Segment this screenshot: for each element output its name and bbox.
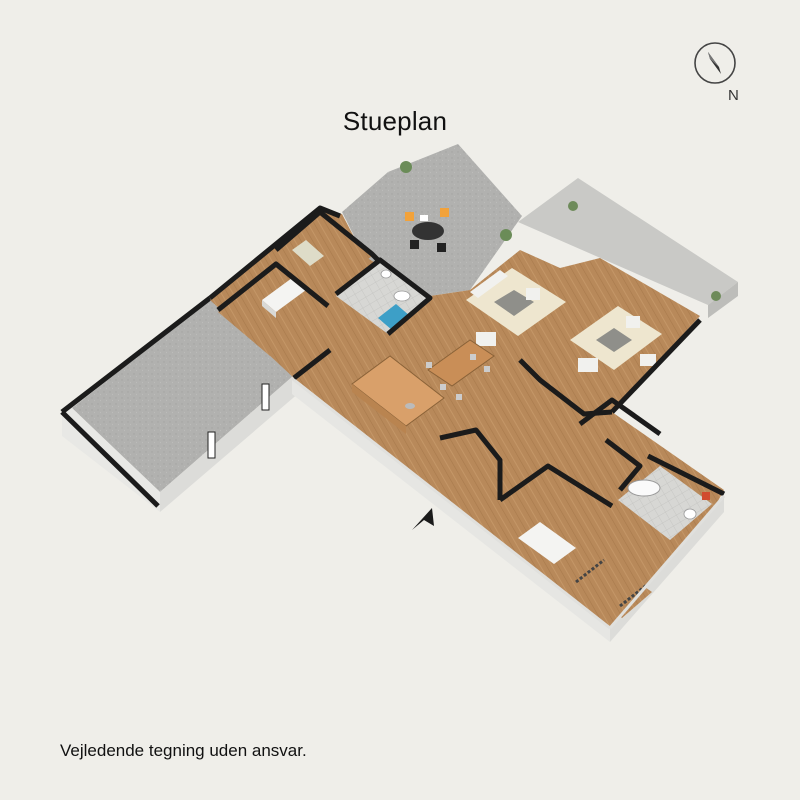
carport (60, 296, 300, 512)
bedroom-1 (218, 266, 330, 356)
kitchen-island (351, 355, 445, 434)
bedroom-3 (508, 498, 606, 572)
house-floor (210, 210, 724, 642)
compass-icon (694, 42, 736, 84)
bedroom-2 (276, 214, 372, 290)
dining-area (426, 339, 495, 400)
exterior-walls (293, 378, 726, 630)
terrace-right (518, 178, 738, 318)
walls (208, 205, 726, 509)
terrace-dining-set (405, 208, 449, 252)
disclaimer-text: Vejledende tegning uden ansvar. (60, 741, 307, 760)
compass-north-label: N (728, 87, 739, 104)
bathroom-bottom (618, 466, 712, 540)
terrace-top (342, 144, 522, 296)
entrance-arrow-icon (412, 508, 434, 530)
living-room (466, 268, 662, 372)
page-title: Stueplan (342, 106, 448, 136)
